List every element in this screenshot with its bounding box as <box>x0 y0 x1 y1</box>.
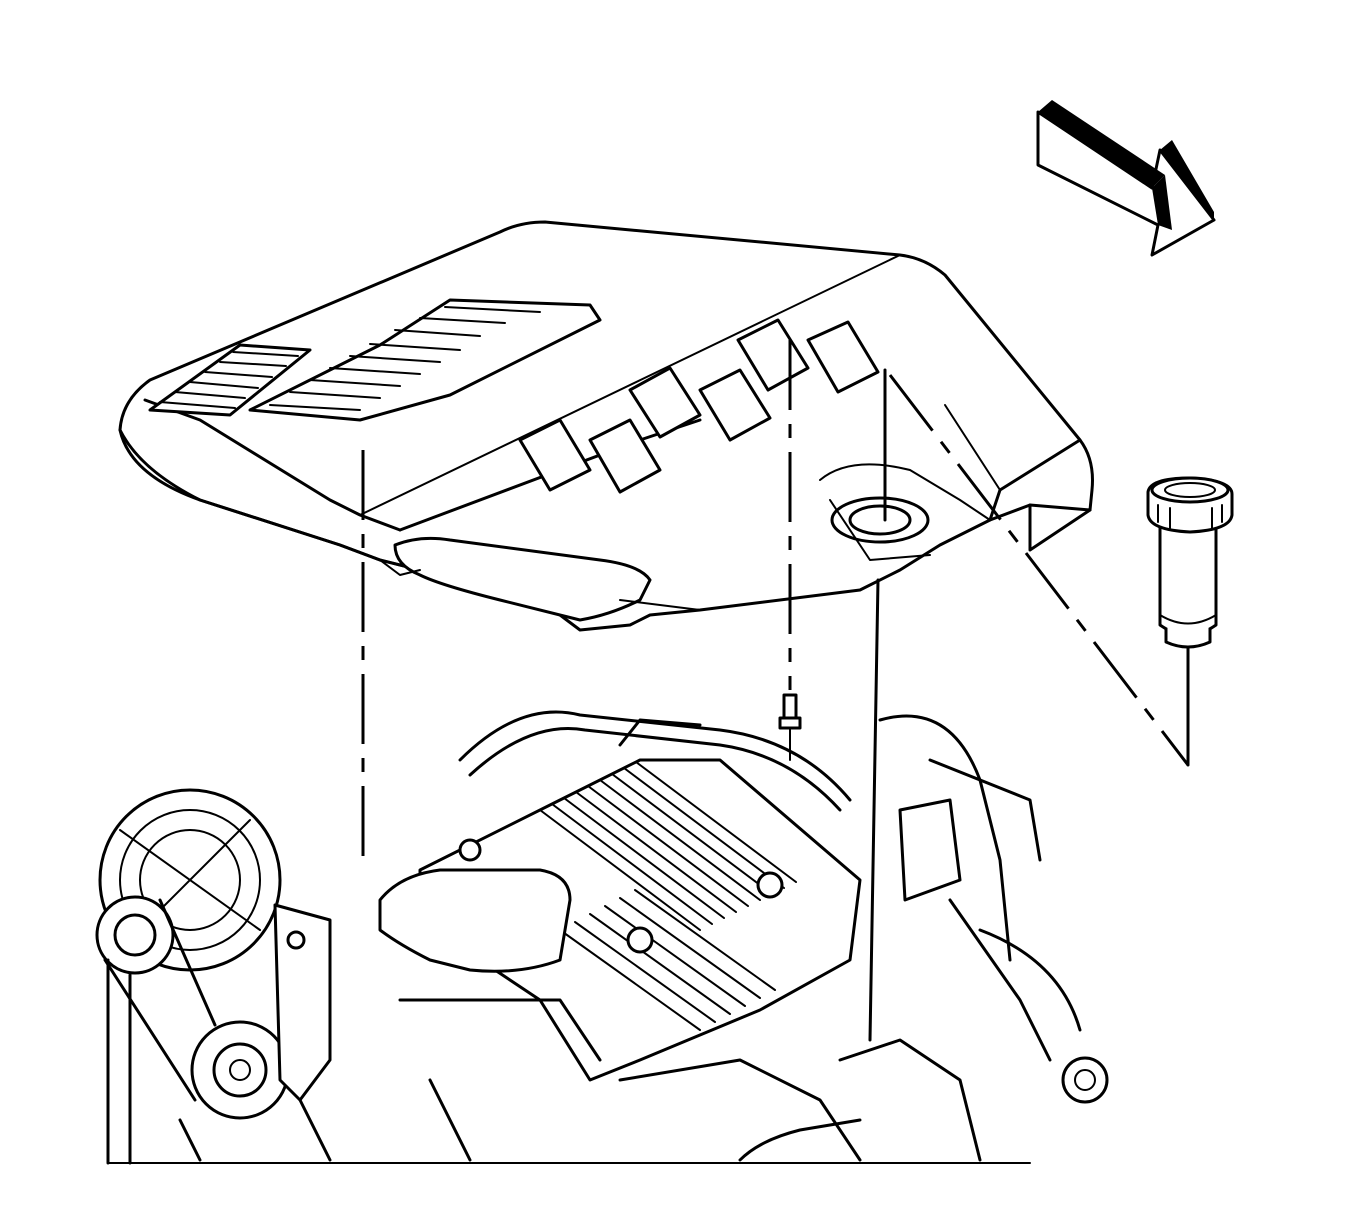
engine-cover <box>118 220 1094 632</box>
manifold-ribs <box>539 761 797 1031</box>
engine-assembly <box>95 710 1109 1165</box>
alignment-lines <box>361 340 1190 1042</box>
oil-fill-cap <box>1146 476 1234 649</box>
cover-stud <box>778 693 802 761</box>
direction-arrow-icon <box>1036 100 1216 257</box>
cover-raised-pads <box>518 318 880 494</box>
cover-vent-grille <box>148 298 602 422</box>
pulley <box>95 895 290 1120</box>
